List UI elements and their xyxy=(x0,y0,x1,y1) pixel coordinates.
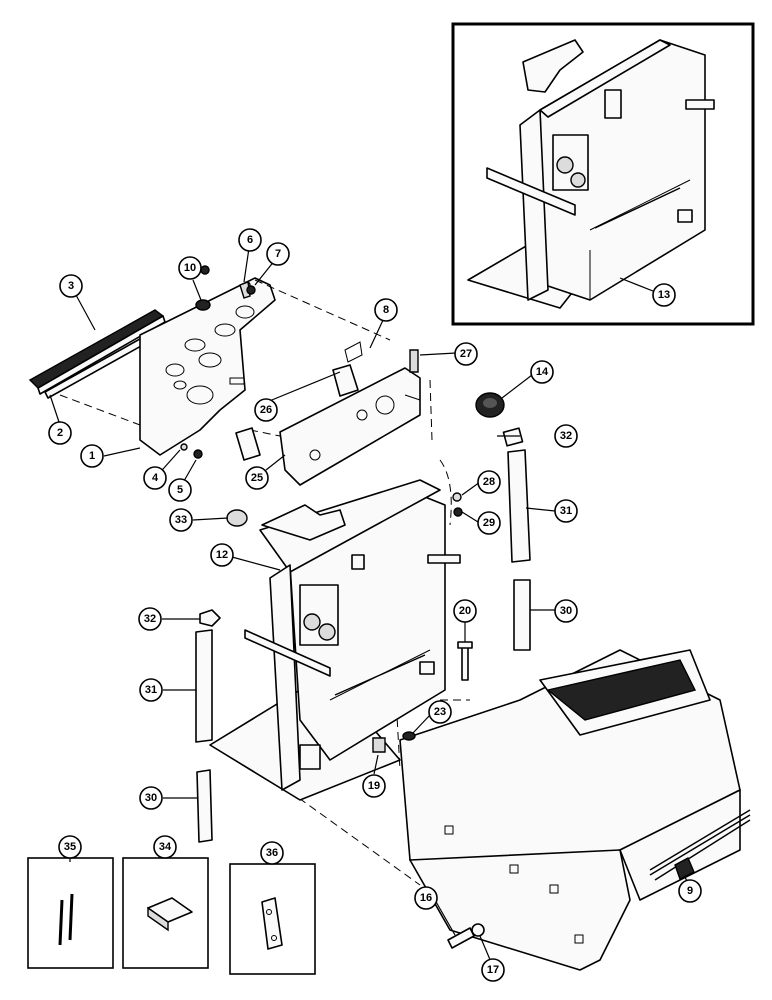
svg-text:36: 36 xyxy=(266,847,278,859)
callout-31-right[interactable]: 31 xyxy=(554,499,578,523)
svg-text:4: 4 xyxy=(152,472,159,484)
callout-8[interactable]: 8 xyxy=(374,298,398,322)
svg-text:13: 13 xyxy=(658,289,670,301)
callout-34[interactable]: 34 xyxy=(153,835,177,859)
svg-text:9: 9 xyxy=(687,885,693,897)
callout-6[interactable]: 6 xyxy=(238,228,262,252)
callout-4[interactable]: 4 xyxy=(143,466,167,490)
svg-text:30: 30 xyxy=(145,792,157,804)
callout-32-left[interactable]: 32 xyxy=(138,607,162,631)
callout-1[interactable]: 1 xyxy=(80,444,104,468)
svg-text:28: 28 xyxy=(483,476,495,488)
callout-36[interactable]: 36 xyxy=(260,841,284,865)
svg-text:19: 19 xyxy=(368,780,380,792)
callout-32-right[interactable]: 32 xyxy=(554,424,578,448)
svg-text:29: 29 xyxy=(483,517,495,529)
callout-12[interactable]: 12 xyxy=(210,543,234,567)
callout-14[interactable]: 14 xyxy=(530,360,554,384)
callout-33[interactable]: 33 xyxy=(169,508,193,532)
svg-text:10: 10 xyxy=(184,262,196,274)
svg-text:30: 30 xyxy=(560,605,572,617)
svg-text:2: 2 xyxy=(57,427,63,439)
svg-text:1: 1 xyxy=(89,450,95,462)
bar-segments-left xyxy=(195,609,221,843)
callout-7[interactable]: 7 xyxy=(266,242,290,266)
callout-9[interactable]: 9 xyxy=(678,879,702,903)
callout-17[interactable]: 17 xyxy=(481,958,505,982)
callout-20[interactable]: 20 xyxy=(453,599,477,623)
svg-text:20: 20 xyxy=(459,605,471,617)
center-plate-25 xyxy=(279,367,421,486)
callout-30-left[interactable]: 30 xyxy=(139,786,163,810)
clip-8 xyxy=(344,341,363,363)
svg-text:6: 6 xyxy=(247,234,253,246)
callout-30-right[interactable]: 30 xyxy=(554,599,578,623)
callout-26[interactable]: 26 xyxy=(254,398,278,422)
svg-text:23: 23 xyxy=(434,706,446,718)
svg-text:14: 14 xyxy=(536,366,549,378)
sample-box-34 xyxy=(122,857,209,969)
main-frame-12 xyxy=(209,479,461,801)
svg-text:8: 8 xyxy=(383,304,389,316)
bar-segments-right xyxy=(502,427,531,651)
callout-10[interactable]: 10 xyxy=(178,256,202,280)
svg-text:5: 5 xyxy=(177,484,183,496)
svg-text:7: 7 xyxy=(275,248,281,260)
svg-text:33: 33 xyxy=(175,514,187,526)
callout-23[interactable]: 23 xyxy=(428,700,452,724)
inset-assembly-13 xyxy=(451,22,755,326)
callout-5[interactable]: 5 xyxy=(168,478,192,502)
svg-text:16: 16 xyxy=(420,892,432,904)
svg-text:26: 26 xyxy=(260,404,272,416)
callout-25[interactable]: 25 xyxy=(245,466,269,490)
callout-13[interactable]: 13 xyxy=(652,283,676,307)
instrument-panel-1 xyxy=(139,265,276,456)
svg-text:34: 34 xyxy=(159,841,172,853)
sample-box-35 xyxy=(27,857,114,969)
callout-19[interactable]: 19 xyxy=(362,774,386,798)
svg-text:31: 31 xyxy=(560,505,572,517)
callout-28[interactable]: 28 xyxy=(477,470,501,494)
callout-31-left[interactable]: 31 xyxy=(139,678,163,702)
svg-text:12: 12 xyxy=(216,549,228,561)
svg-text:32: 32 xyxy=(144,613,156,625)
svg-text:32: 32 xyxy=(560,430,572,442)
callout-3[interactable]: 3 xyxy=(59,274,83,298)
callout-16[interactable]: 16 xyxy=(414,886,438,910)
svg-text:27: 27 xyxy=(460,348,472,360)
callout-2[interactable]: 2 xyxy=(48,421,72,445)
svg-text:31: 31 xyxy=(145,684,157,696)
sample-box-36 xyxy=(229,863,316,975)
rail-strips xyxy=(28,309,169,399)
svg-text:25: 25 xyxy=(251,472,263,484)
callout-29[interactable]: 29 xyxy=(477,511,501,535)
fender-console xyxy=(399,649,751,971)
svg-text:17: 17 xyxy=(487,964,499,976)
callout-27[interactable]: 27 xyxy=(454,342,478,366)
callouts: 1 2 3 4 5 6 7 8 9 10 12 13 14 16 17 19 2… xyxy=(48,228,702,982)
callout-35[interactable]: 35 xyxy=(58,835,82,859)
svg-text:35: 35 xyxy=(64,841,76,853)
svg-text:3: 3 xyxy=(68,280,74,292)
